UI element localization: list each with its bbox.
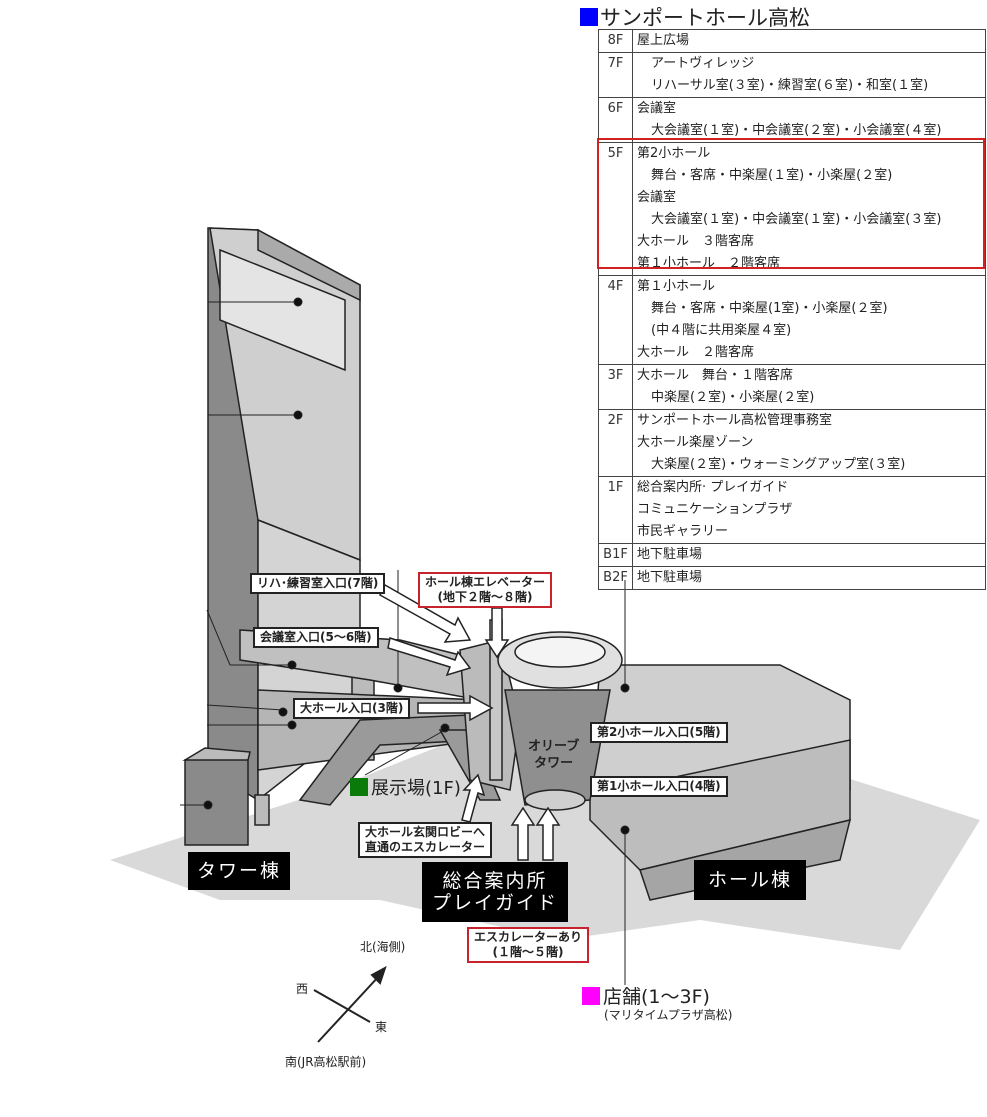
floor-number: B2F — [598, 566, 633, 590]
hall1-entrance-label: 第1小ホール入口(4階) — [590, 776, 728, 797]
floor-facilities: 総合案内所· プレイガイドコミュニケーションプラザ市民ギャラリー — [632, 476, 986, 544]
facility-line: 地下駐車場 — [637, 547, 703, 562]
facility-line: 大楽屋(２室)・ウォーミングアップ室(３室) — [651, 457, 906, 472]
info-line2: プレイガイド — [431, 892, 558, 914]
floor-number: 3F — [598, 364, 633, 410]
escalator-label: エスカレーターあり (１階〜５階) — [467, 927, 590, 963]
floor-facilities: 大ホール 舞台・１階客席中楽屋(２室)・小楽屋(２室) — [632, 364, 986, 410]
facility-line: 第2小ホール — [637, 146, 711, 161]
compass-south: 南(JR高松駅前) — [285, 1055, 367, 1069]
escalator-line2: (１階〜５階) — [492, 945, 564, 959]
floor-row: B2F 地下駐車場 — [598, 566, 986, 590]
facility-line: コミュニケーションプラザ — [637, 502, 793, 517]
facility-line: 大会議室(１室)・中会議室(２室)・小会議室(４室) — [651, 123, 942, 138]
facility-line: 大会議室(１室)・中会議室(１室)・小会議室(３室) — [651, 212, 942, 227]
elevator-label-line1: ホール棟エレベーター — [425, 575, 546, 589]
meeting-room-entrance-label: 会議室入口(5〜6階) — [253, 627, 379, 648]
floor-facilities: サンポートホール高松管理事務室大ホール楽屋ゾーン大楽屋(２室)・ウォーミングアッ… — [632, 409, 986, 477]
facility-line: サンポートホール高松管理事務室 — [637, 413, 833, 428]
facility-line: 第１小ホール — [637, 279, 716, 294]
escalator-line1: エスカレーターあり — [474, 930, 583, 944]
escalator-lobby-line2: 直通のエスカレーター — [365, 840, 486, 854]
floor-number: B1F — [598, 543, 633, 567]
facility-line: 総合案内所· プレイガイド — [637, 480, 789, 495]
olive-line2: タワー — [534, 756, 574, 771]
leader-lines — [180, 297, 630, 985]
floor-facilities: 会議室大会議室(１室)・中会議室(２室)・小会議室(４室) — [632, 97, 986, 143]
info-center-label: 総合案内所 プレイガイド — [422, 862, 568, 922]
floor-facilities: 第１小ホール舞台・客席・中楽屋(1室)・小楽屋(２室) (中４階に共用楽屋４室) 大… — [632, 275, 986, 365]
facility-line: (中４階に共用楽屋４室) — [651, 323, 792, 338]
main-hall-entrance-label: 大ホール入口(3階) — [293, 698, 411, 719]
title-text: サンポートホール高松 — [600, 6, 810, 30]
facility-line: 市民ギャラリー — [637, 524, 729, 539]
facility-line: 屋上広場 — [637, 33, 690, 48]
olive-line1: オリーブ — [528, 739, 580, 754]
shop-label: 店舗(1〜3F) — [582, 982, 710, 1009]
facility-line: 地下駐車場 — [637, 570, 703, 585]
escalator-lobby-label: 大ホール玄関ロビーへ 直通のエスカレーター — [358, 822, 493, 858]
hall2-entrance-label: 第2小ホール入口(5階) — [590, 722, 728, 743]
facility-line: 舞台・客席・中楽屋(１室)・小楽屋(２室) — [651, 168, 893, 183]
floor-number: 7F — [598, 52, 633, 98]
facility-line: 会議室 — [637, 101, 677, 116]
title-marker — [580, 8, 598, 26]
facility-title: サンポートホール高松 — [580, 2, 810, 32]
exhibition-marker — [350, 778, 368, 796]
facility-line: 大ホール ２階客席 — [637, 345, 755, 360]
compass-west: 西 — [296, 982, 309, 996]
shop-subtitle: (マリタイムプラザ高松) — [604, 1008, 733, 1022]
floor-number: 1F — [598, 476, 633, 544]
facility-line: 中楽屋(２室)・小楽屋(２室) — [651, 390, 815, 405]
floor-number: 6F — [598, 97, 633, 143]
floor-facilities: 第2小ホール舞台・客席・中楽屋(１室)・小楽屋(２室) 会議室大会議室(１室)・中… — [632, 142, 986, 276]
facility-line: 舞台・客席・中楽屋(1室)・小楽屋(２室) — [651, 301, 888, 316]
tower-building — [182, 227, 502, 846]
floor-number: 8F — [598, 29, 633, 53]
facility-line: 大ホール 舞台・１階客席 — [637, 368, 794, 383]
tower-building-label: タワー棟 — [188, 852, 290, 890]
facility-line: 大ホール楽屋ゾーン — [637, 435, 754, 450]
compass-north: 北(海側) — [360, 940, 406, 954]
floor-number: 5F — [598, 142, 633, 276]
exhibition-text: 展示場(1F) — [371, 778, 461, 799]
exhibition-label: 展示場(1F) — [350, 774, 461, 800]
floor-facilities: 地下駐車場 — [632, 543, 986, 567]
floor-facilities: アートヴィレッジリハーサル室(３室)・練習室(６室)・和室(１室) — [632, 52, 986, 98]
floor-row: B1F 地下駐車場 — [598, 543, 986, 567]
info-line1: 総合案内所 — [442, 870, 548, 892]
floor-facilities: 地下駐車場 — [632, 566, 986, 590]
floor-facilities: 屋上広場 — [632, 29, 986, 53]
facility-line: 会議室 — [637, 190, 677, 205]
arrows — [379, 583, 561, 861]
facility-line: リハーサル室(３室)・練習室(６室)・和室(１室) — [651, 78, 929, 93]
shop-text: 店舗(1〜3F) — [603, 986, 710, 1008]
floor-number: 4F — [598, 275, 633, 365]
facility-line: 大ホール ３階客席 — [637, 234, 755, 249]
escalator-lobby-line1: 大ホール玄関ロビーへ — [365, 825, 486, 839]
floor-number: 2F — [598, 409, 633, 477]
olive-tower-label: オリーブ タワー — [528, 738, 579, 772]
elevator-label: ホール棟エレベーター (地下２階〜８階) — [418, 572, 553, 608]
highlight-5f — [597, 138, 985, 269]
hall-building-label: ホール棟 — [694, 860, 806, 900]
reha-entrance-label: リハ･練習室入口(7階) — [250, 573, 386, 594]
facility-line: アートヴィレッジ — [651, 56, 755, 71]
shop-marker — [582, 986, 600, 1005]
floor-row: 8F 屋上広場 — [598, 29, 986, 53]
elevator-label-line2: (地下２階〜８階) — [437, 590, 533, 604]
floor-row: 4F 第１小ホール舞台・客席・中楽屋(1室)・小楽屋(２室) (中４階に共用楽屋４室… — [598, 275, 986, 365]
compass-east: 東 — [375, 1020, 388, 1034]
floor-row: 5F 第2小ホール舞台・客席・中楽屋(１室)・小楽屋(２室) 会議室大会議室(１室)… — [598, 142, 986, 276]
compass — [313, 965, 387, 1043]
